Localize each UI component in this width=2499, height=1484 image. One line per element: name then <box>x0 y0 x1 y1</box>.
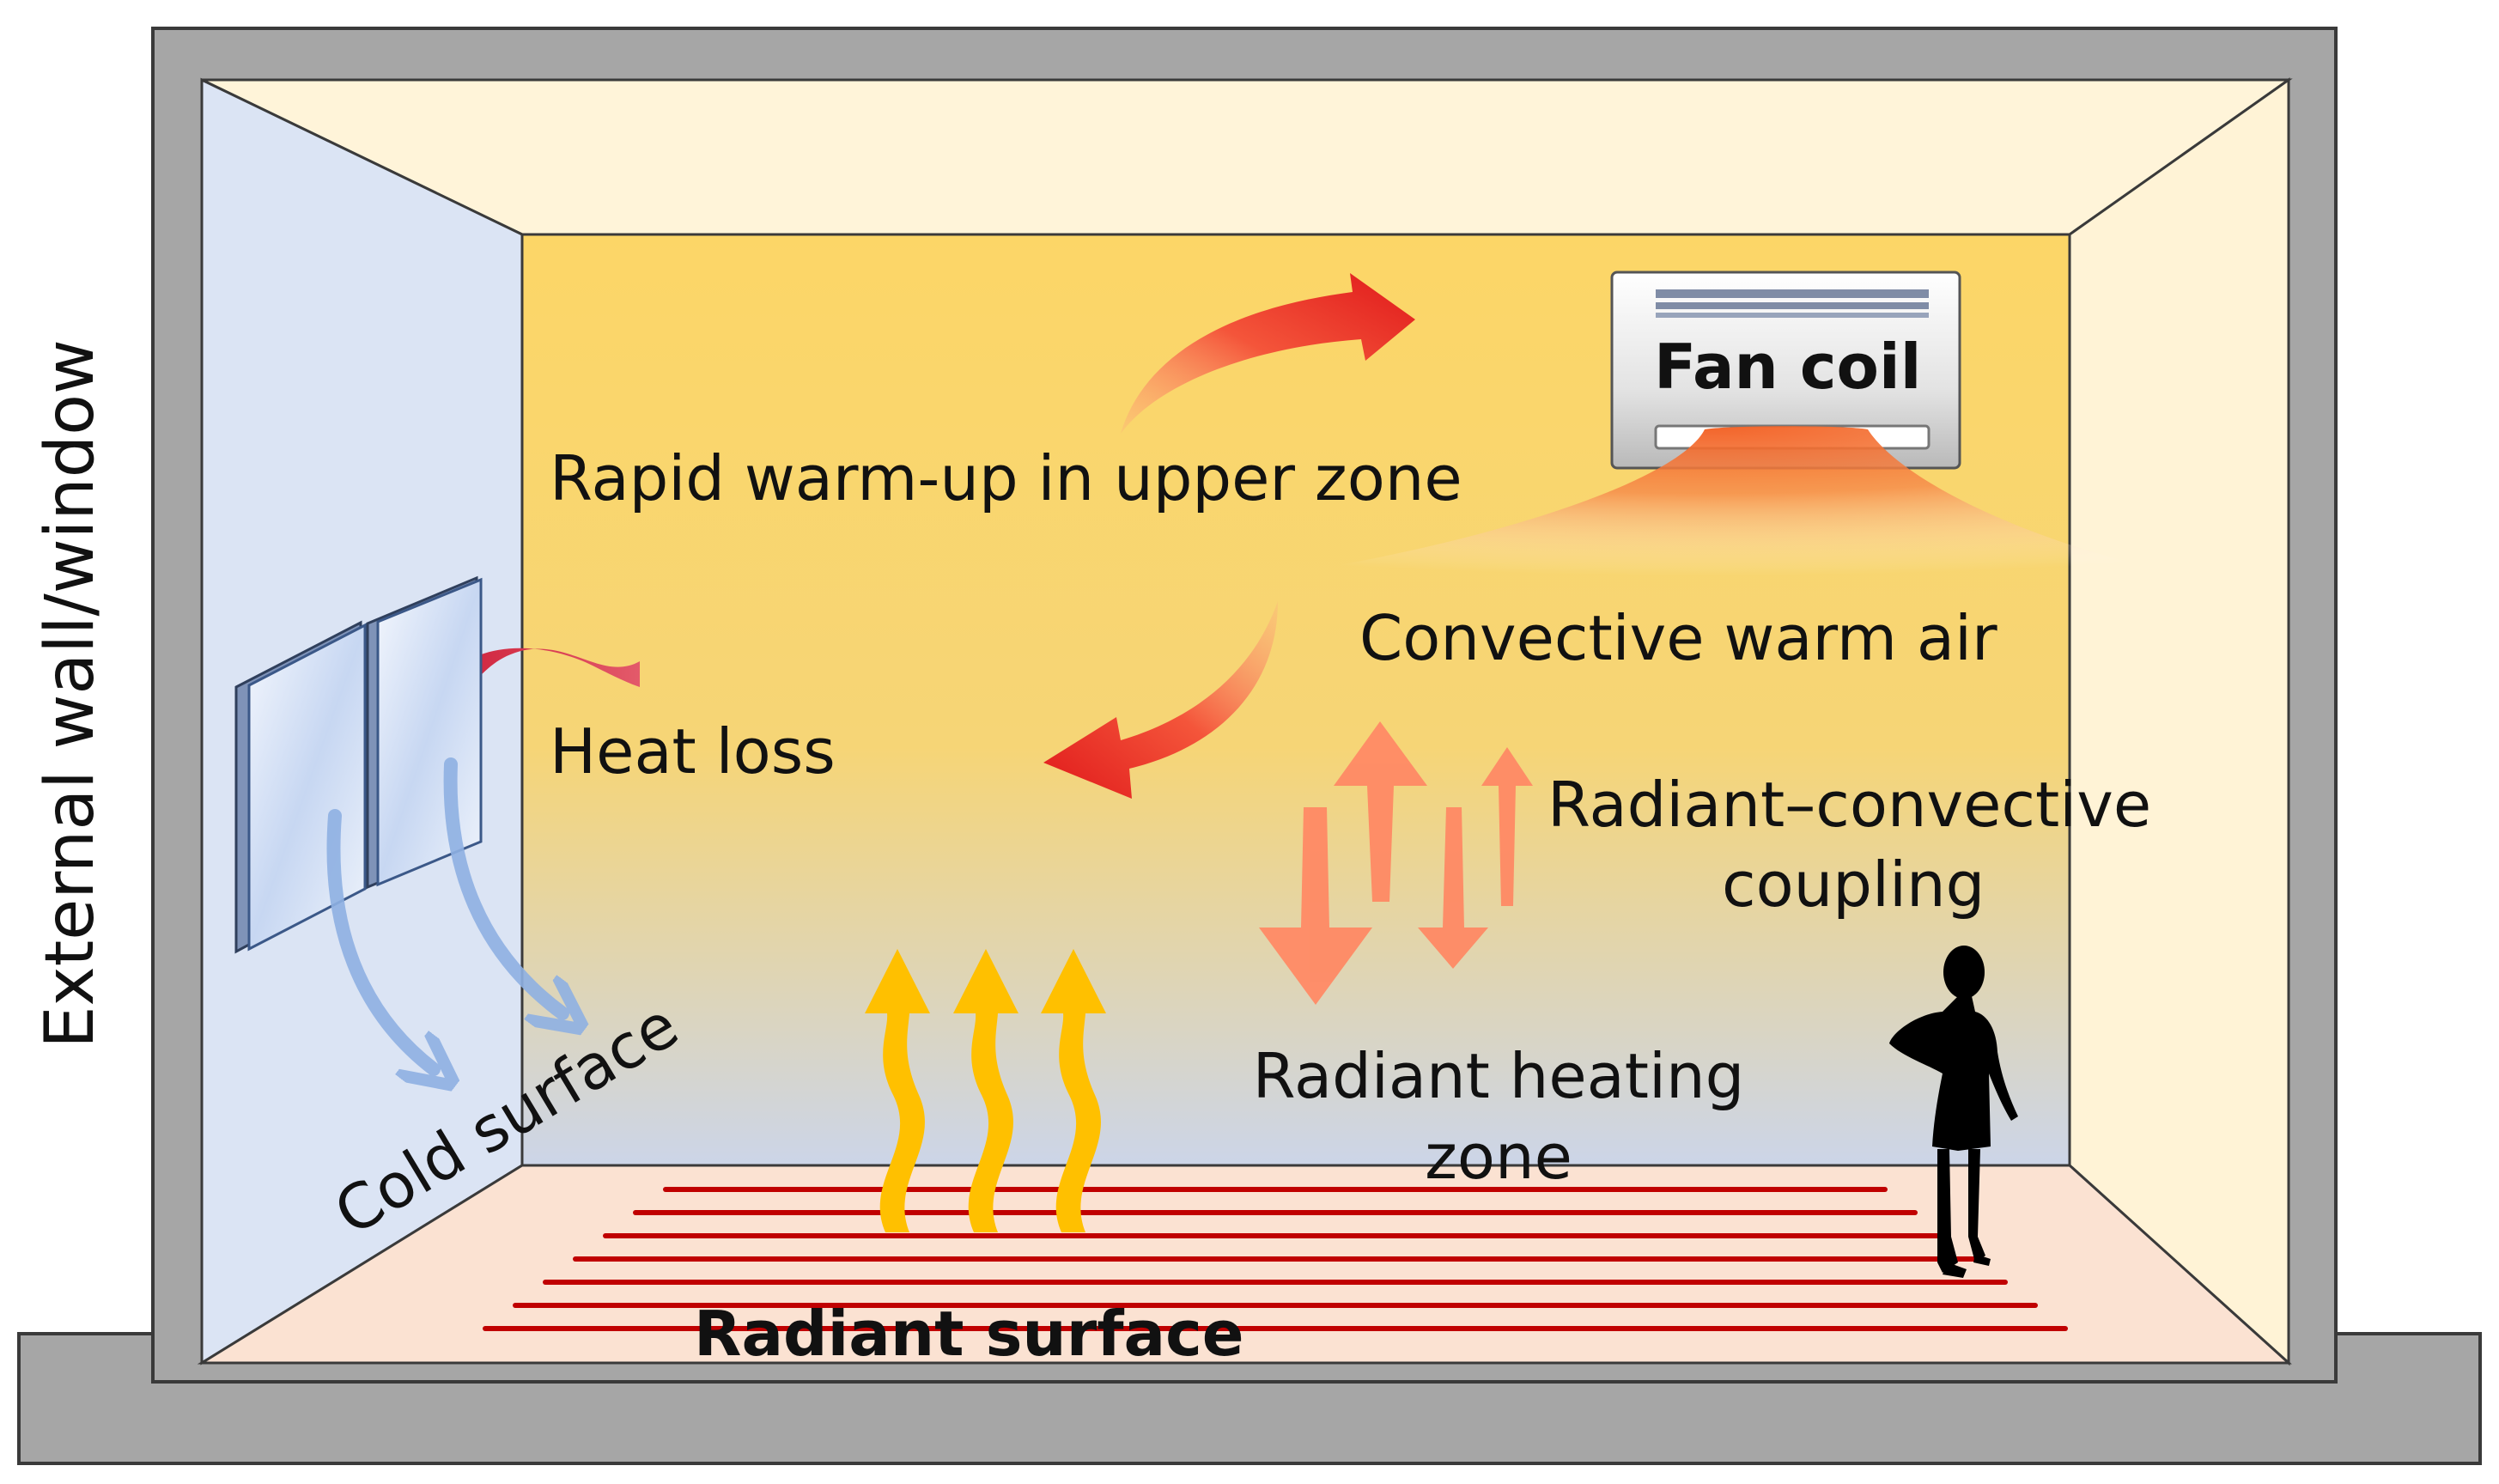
warm-air-plume <box>1142 426 2284 593</box>
ceiling <box>201 78 2293 236</box>
rapid-warmup-label: Rapid warm-up in upper zone <box>550 442 1462 514</box>
fan-coil-label: Fan coil <box>1654 331 1921 403</box>
upper-warmup-arrow-icon <box>1121 273 1415 434</box>
heat-wave-arrows-icon <box>865 949 1106 1232</box>
external-wall-label: External wall/window <box>32 339 109 1049</box>
heat-loss-label: Heat loss <box>550 715 836 788</box>
person-silhouette-icon <box>1889 946 2018 1278</box>
floor-heating-pipes <box>483 1187 2068 1331</box>
cold-downdraft-arrows-icon <box>326 757 562 1069</box>
radiant-zone-label-line2: zone <box>1425 1121 1572 1193</box>
radiant-surface-label: Radiant surface <box>694 1298 1244 1370</box>
downward-warm-arrow-icon <box>1043 601 1278 799</box>
coupling-label-line1: Radiant–convective <box>1547 769 2151 841</box>
right-wall <box>2068 77 2290 1366</box>
coupling-label-line2: coupling <box>1722 848 1985 921</box>
convective-air-label: Convective warm air <box>1359 602 1997 674</box>
radiant-zone-label-line1: Radiant heating <box>1253 1040 1745 1112</box>
coupling-arrows-icon <box>1259 721 1533 1005</box>
